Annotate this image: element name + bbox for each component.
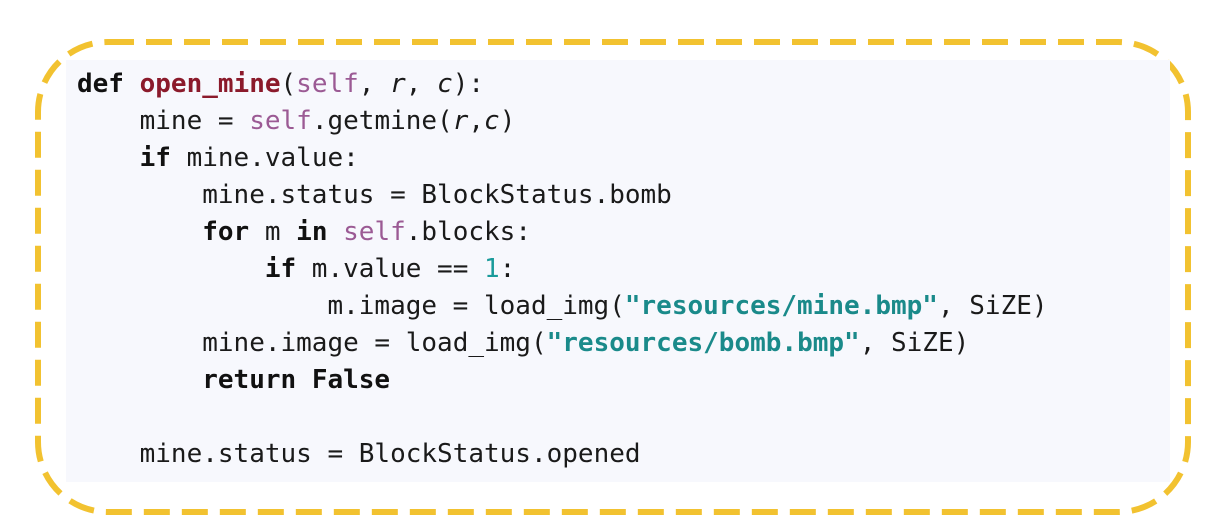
code-line-6: if m.value == 1: (264, 254, 516, 284)
code-line-8: mine.image = load_img("resources/bomb.bm… (202, 328, 970, 358)
code-line-10 (77, 399, 1048, 436)
code-line-3: if mine.value: (139, 143, 359, 173)
code-line-2: mine = self.getmine(r,c) (139, 106, 516, 136)
code-line-5: for m in self.blocks: (202, 217, 531, 247)
code-block: def open_mine(self, r, c): mine = self.g… (77, 66, 1048, 473)
code-panel (66, 60, 1170, 482)
code-line-11: mine.status = BlockStatus.opened (139, 439, 641, 469)
code-line-9: return False (202, 365, 391, 395)
code-line-1: def open_mine(self, r, c): (77, 69, 485, 99)
function-name: open_mine (139, 69, 281, 99)
code-line-7: m.image = load_img("resources/mine.bmp",… (327, 291, 1048, 321)
code-line-4: mine.status = BlockStatus.bomb (202, 180, 672, 210)
